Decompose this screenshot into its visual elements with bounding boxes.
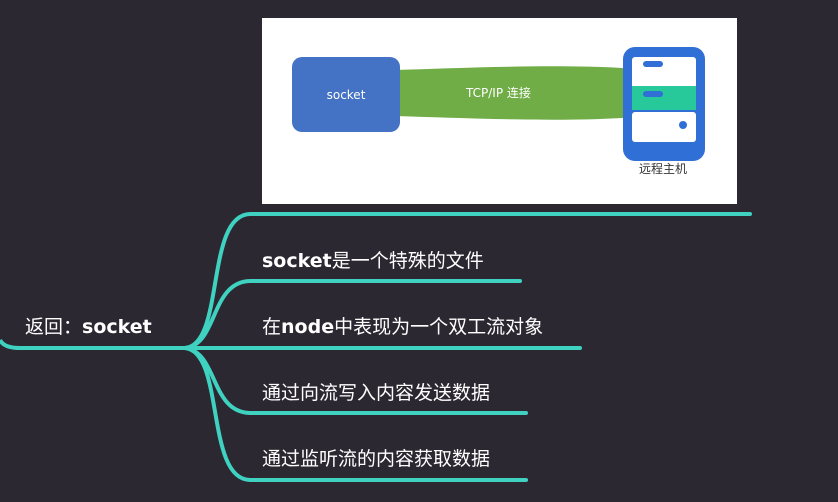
socket-box: socket — [292, 57, 400, 132]
child-0-rest: 是一个特殊的文件 — [331, 250, 484, 272]
child-0-bold: socket — [262, 250, 332, 272]
socket-connection-image: socket TCP/IP 连接 远程主机 — [262, 18, 737, 204]
root-bold: socket — [82, 316, 152, 338]
tcp-connection-label: TCP/IP 连接 — [466, 86, 531, 100]
child-node-duplex-stream: 在node中表现为一个双工流对象 — [262, 312, 543, 339]
remote-host-label: 远程主机 — [639, 162, 688, 176]
child-1-rest: 中表现为一个双工流对象 — [334, 316, 544, 338]
branch-connector-4 — [183, 346, 528, 482]
child-node-write-stream: 通过向流写入内容发送数据 — [262, 378, 490, 405]
child-1-bold: node — [281, 316, 335, 338]
child-1-pre: 在 — [262, 316, 282, 338]
server-icon — [623, 47, 705, 161]
child-node-listen-stream: 通过监听流的内容获取数据 — [262, 444, 490, 471]
root-node: 返回：socket — [25, 312, 152, 339]
connection-illustration — [394, 47, 705, 161]
tcp-pipe — [394, 66, 642, 120]
root-underline — [0, 338, 185, 350]
root-prefix: 返回： — [25, 316, 83, 338]
socket-box-label: socket — [326, 87, 366, 102]
child-2-text: 通过向流写入内容发送数据 — [262, 382, 491, 404]
child-node-socket-file: socket是一个特殊的文件 — [262, 246, 484, 273]
branch-connector-1 — [183, 279, 522, 350]
child-3-text: 通过监听流的内容获取数据 — [262, 448, 491, 470]
